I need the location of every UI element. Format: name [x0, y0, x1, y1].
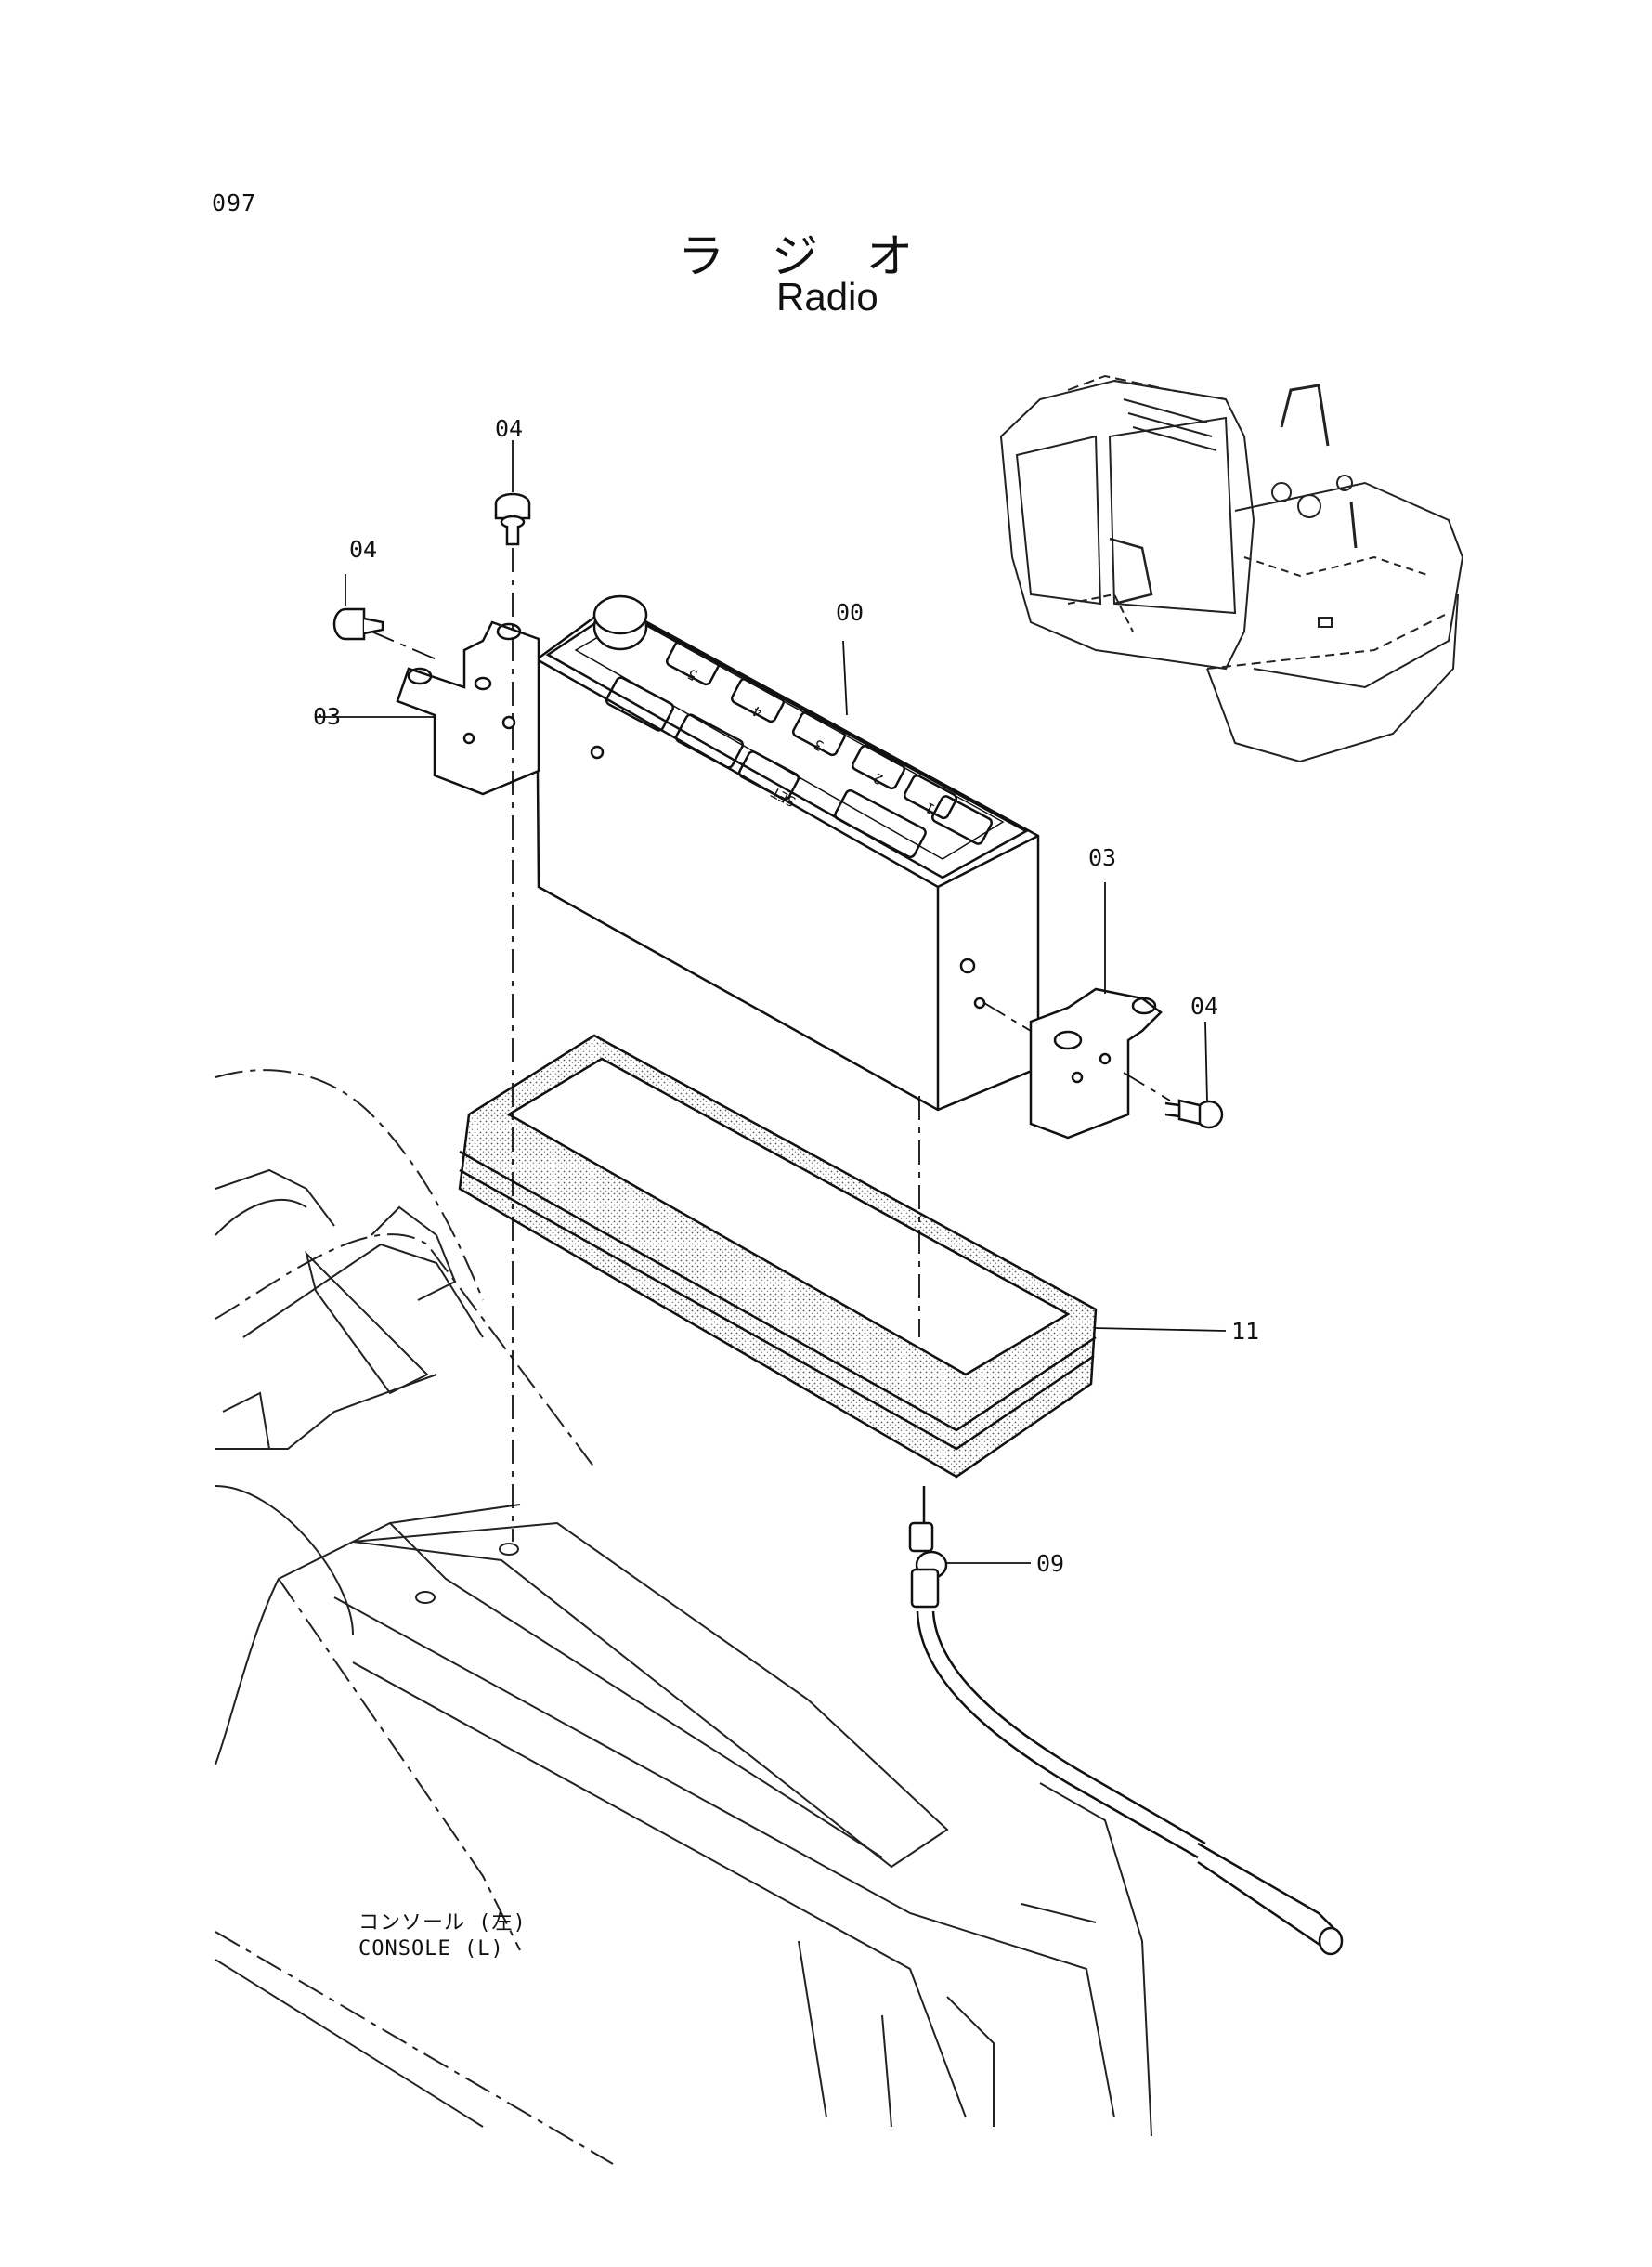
callout-00-radio: 00: [836, 599, 864, 626]
callout-04-top: 04: [495, 415, 523, 442]
console-label-japanese: コンソール (左): [358, 1911, 527, 1935]
console-label-english: CONSOLE (L): [358, 1937, 504, 1961]
assembly-center-lines: [371, 548, 1171, 1542]
leader-lines: [316, 440, 1227, 1564]
screw-right: [1164, 1099, 1224, 1129]
right-bracket: [1029, 987, 1163, 1140]
screw-top: [494, 492, 531, 546]
callout-03-right: 03: [1088, 844, 1116, 871]
callout-04-right: 04: [1190, 993, 1218, 1020]
radio-bezel-frame: [458, 1034, 1098, 1479]
callout-09-antenna: 09: [1036, 1550, 1064, 1577]
excavator-location-thumbnail: [999, 374, 1464, 763]
page-title-japanese: ラジオ: [678, 229, 961, 283]
callout-03-left: 03: [313, 703, 341, 730]
left-bracket: [396, 620, 540, 796]
page-title-english: Radio: [776, 275, 878, 319]
console-outline: [215, 1069, 1152, 2165]
callout-04-left: 04: [349, 536, 377, 563]
screw-left: [332, 607, 384, 641]
page-number: 097: [212, 189, 257, 216]
antenna-cable: [908, 1486, 1344, 1956]
callout-11-bezel: 11: [1231, 1318, 1259, 1345]
radio-unit: [535, 594, 1040, 1112]
